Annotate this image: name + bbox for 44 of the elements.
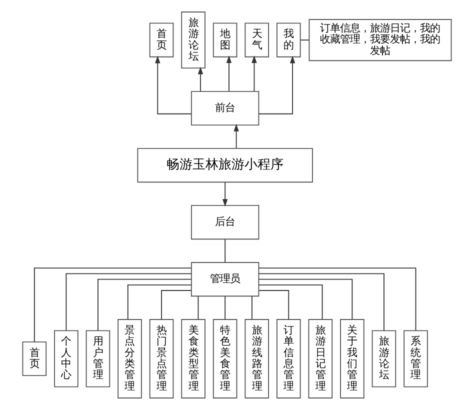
node-box: 旅游论坛 [181,12,206,69]
arrow [252,56,257,92]
arrow [155,56,192,114]
connector [224,238,226,263]
connector [258,278,353,320]
arrow [226,56,232,92]
connector [98,278,192,331]
node-box: 前台 [190,90,260,126]
connector [198,296,199,320]
node-box: 热门景点管理 [149,319,174,398]
node-box: 天气 [244,22,270,58]
node-box: 特色美食管理 [212,319,238,398]
connector [127,284,192,320]
connector [224,296,226,320]
connector [66,273,192,332]
connector [258,273,384,332]
node-box: 关于我们管理 [340,319,364,398]
node-box: 系统管理 [404,330,428,388]
connector [251,296,252,320]
node-box: 旅游线路管理 [244,319,270,398]
arrow [258,56,296,114]
connector [34,268,192,342]
node-box: 订单信息，旅游日记，我的收藏管理，我要发帖，我的发帖 [308,19,452,62]
node-box: 管理员 [190,262,260,297]
node-box: 旅游日记管理 [308,319,333,398]
arrow [222,182,228,207]
node-box: 畅游玉林旅游小程序 [137,148,313,183]
node-box: 景点分类管理 [118,319,142,398]
connector [161,290,192,320]
node-box: 首页 [149,22,174,58]
node-box: 地图 [212,22,238,58]
node-box: 旅游论坛 [372,330,396,388]
connector [258,290,290,320]
arrow [234,124,239,149]
node-box: 用户管理 [86,330,110,388]
node-box: 我的 [276,22,301,58]
arrow [198,66,204,92]
connector [258,284,323,320]
node-box: 订单信息管理 [276,319,301,398]
node-box: 个人中心 [54,330,78,388]
node-box: 后台 [190,205,260,240]
node-box: 首页 [22,341,47,376]
node-box: 美食类型管理 [181,319,206,398]
connector [258,268,416,332]
